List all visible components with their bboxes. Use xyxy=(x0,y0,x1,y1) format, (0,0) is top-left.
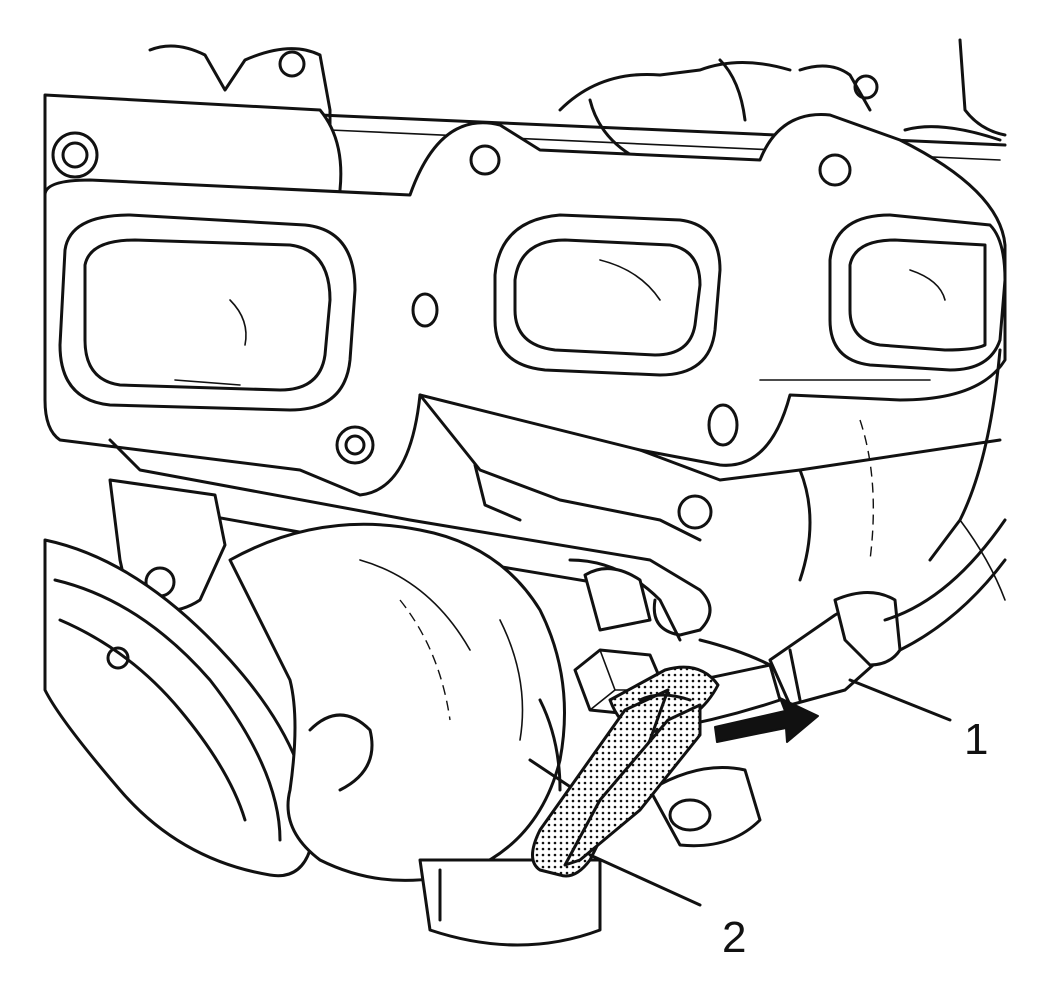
manifold-flange xyxy=(43,113,1007,497)
turbine-housing xyxy=(228,522,602,947)
oil-feed-pipe xyxy=(568,558,702,642)
leader-line-2 xyxy=(588,853,702,907)
lower-right-bracket xyxy=(648,766,762,848)
engine-block-background xyxy=(148,38,1007,177)
callout-2: 2 xyxy=(722,913,746,962)
turbo-inlet-flange xyxy=(43,538,313,878)
direction-arrow xyxy=(714,697,819,743)
leader-line-1 xyxy=(848,678,952,722)
callout-1: 1 xyxy=(964,715,988,764)
strap-tool xyxy=(531,665,720,878)
